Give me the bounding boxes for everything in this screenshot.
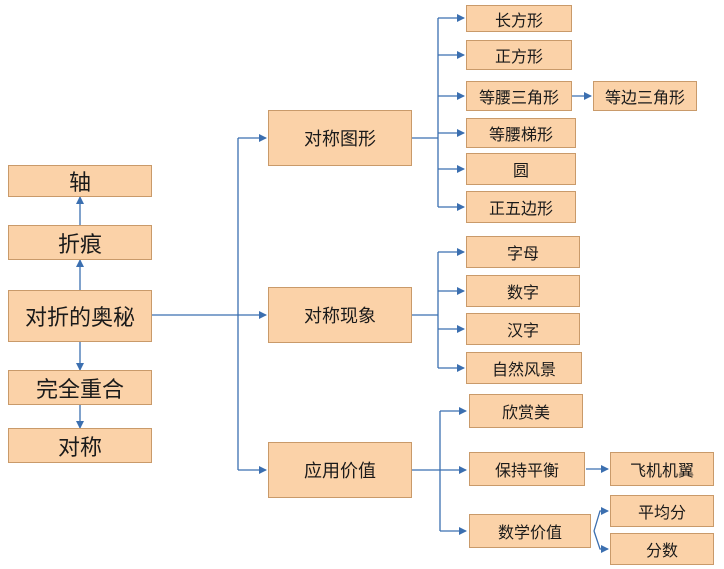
node-shuzi: 数字 <box>466 275 580 307</box>
node-xinshang: 欣赏美 <box>469 394 583 428</box>
node-zhehen: 折痕 <box>8 225 152 260</box>
node-feiji: 飞机机翼 <box>610 452 714 486</box>
node-dengyao-sanjiao: 等腰三角形 <box>466 81 572 111</box>
node-tuxing: 对称图形 <box>268 110 412 166</box>
node-pingjun: 平均分 <box>610 495 714 527</box>
node-baochi: 保持平衡 <box>469 452 585 486</box>
node-zimu: 字母 <box>466 236 580 268</box>
node-xianxiang: 对称现象 <box>268 287 412 343</box>
node-chonghe: 完全重合 <box>8 370 152 405</box>
node-zheng-wubian: 正五边形 <box>466 191 576 223</box>
node-hanzi: 汉字 <box>466 313 580 345</box>
node-ziran: 自然风景 <box>466 352 582 384</box>
node-dengyao-tixing: 等腰梯形 <box>466 118 576 148</box>
node-yuan: 圆 <box>466 153 576 185</box>
node-fenshu: 分数 <box>610 533 714 565</box>
node-root: 对折的奥秘 <box>8 290 152 342</box>
node-yingyong: 应用价值 <box>268 442 412 498</box>
node-zhou: 轴 <box>8 165 152 197</box>
edge-to-pingjun <box>593 507 609 532</box>
node-changfangxing: 长方形 <box>466 5 572 32</box>
node-duichen: 对称 <box>8 428 152 463</box>
node-dengbian-sanjiao: 等边三角形 <box>593 81 697 111</box>
edge-to-fenshu <box>593 530 609 553</box>
node-zhengfangxing: 正方形 <box>466 40 572 70</box>
node-shuxue: 数学价值 <box>469 514 591 548</box>
